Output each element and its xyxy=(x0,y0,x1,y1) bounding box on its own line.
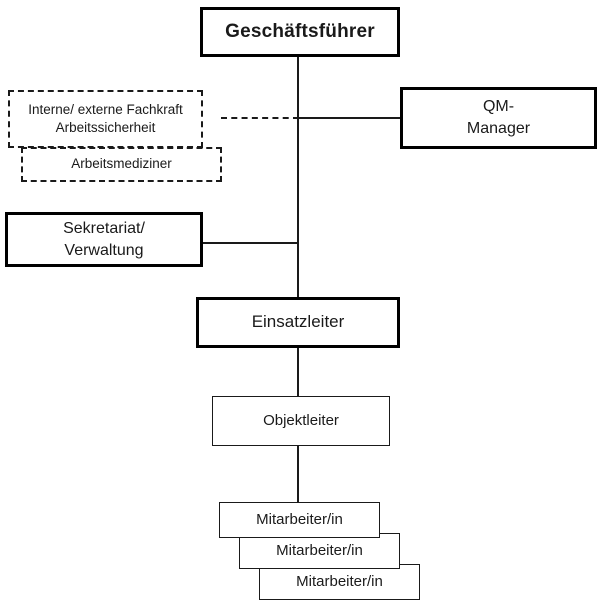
node-fachkraft-arbeitssicherheit[interactable]: Interne/ externe Fachkraft Arbeitssicher… xyxy=(8,90,203,148)
node-fachkraft-label-line2: Arbeitssicherheit xyxy=(55,120,156,135)
connector-fachkraft-to-trunk-dashed xyxy=(221,117,299,119)
connector-trunk-ceo-to-einsatzleiter xyxy=(297,57,299,297)
node-geschaeftsfuehrer-label: Geschäftsführer xyxy=(225,21,375,43)
connector-sekretariat-to-trunk xyxy=(202,242,299,244)
node-fachkraft-label-line1: Interne/ externe Fachkraft xyxy=(28,101,183,117)
node-objektleiter-label: Objektleiter xyxy=(263,411,339,429)
node-mitarbeiter-3[interactable]: Mitarbeiter/in xyxy=(259,564,420,600)
node-mitarbeiter-2[interactable]: Mitarbeiter/in xyxy=(239,533,400,569)
node-objektleiter[interactable]: Objektleiter xyxy=(212,396,390,446)
node-sekretariat-verwaltung[interactable]: Sekretariat/ Verwaltung xyxy=(5,212,203,267)
connector-einsatzleiter-to-objektleiter xyxy=(297,348,299,397)
connector-objektleiter-to-mitarbeiter xyxy=(297,445,299,503)
node-mitarbeiter-1[interactable]: Mitarbeiter/in xyxy=(219,502,380,538)
node-einsatzleiter[interactable]: Einsatzleiter xyxy=(196,297,400,348)
node-geschaeftsfuehrer[interactable]: Geschäftsführer xyxy=(200,7,400,57)
node-mitarbeiter-2-label: Mitarbeiter/in xyxy=(276,541,363,559)
node-qm-manager-label-line2: Manager xyxy=(466,120,531,137)
node-mitarbeiter-3-label: Mitarbeiter/in xyxy=(296,572,383,590)
node-mitarbeiter-1-label: Mitarbeiter/in xyxy=(256,510,343,528)
node-einsatzleiter-label: Einsatzleiter xyxy=(251,312,345,332)
node-qm-manager-label-line1: QM- xyxy=(482,98,515,116)
node-arbeitsmediziner[interactable]: Arbeitsmediziner xyxy=(21,147,222,182)
connector-trunk-to-qm-manager xyxy=(297,117,400,119)
node-arbeitsmediziner-label: Arbeitsmediziner xyxy=(71,156,172,172)
node-sekretariat-label-line1: Sekretariat/ xyxy=(63,219,145,237)
node-sekretariat-label-line2: Verwaltung xyxy=(64,241,144,259)
node-qm-manager[interactable]: QM- Manager xyxy=(400,87,597,149)
